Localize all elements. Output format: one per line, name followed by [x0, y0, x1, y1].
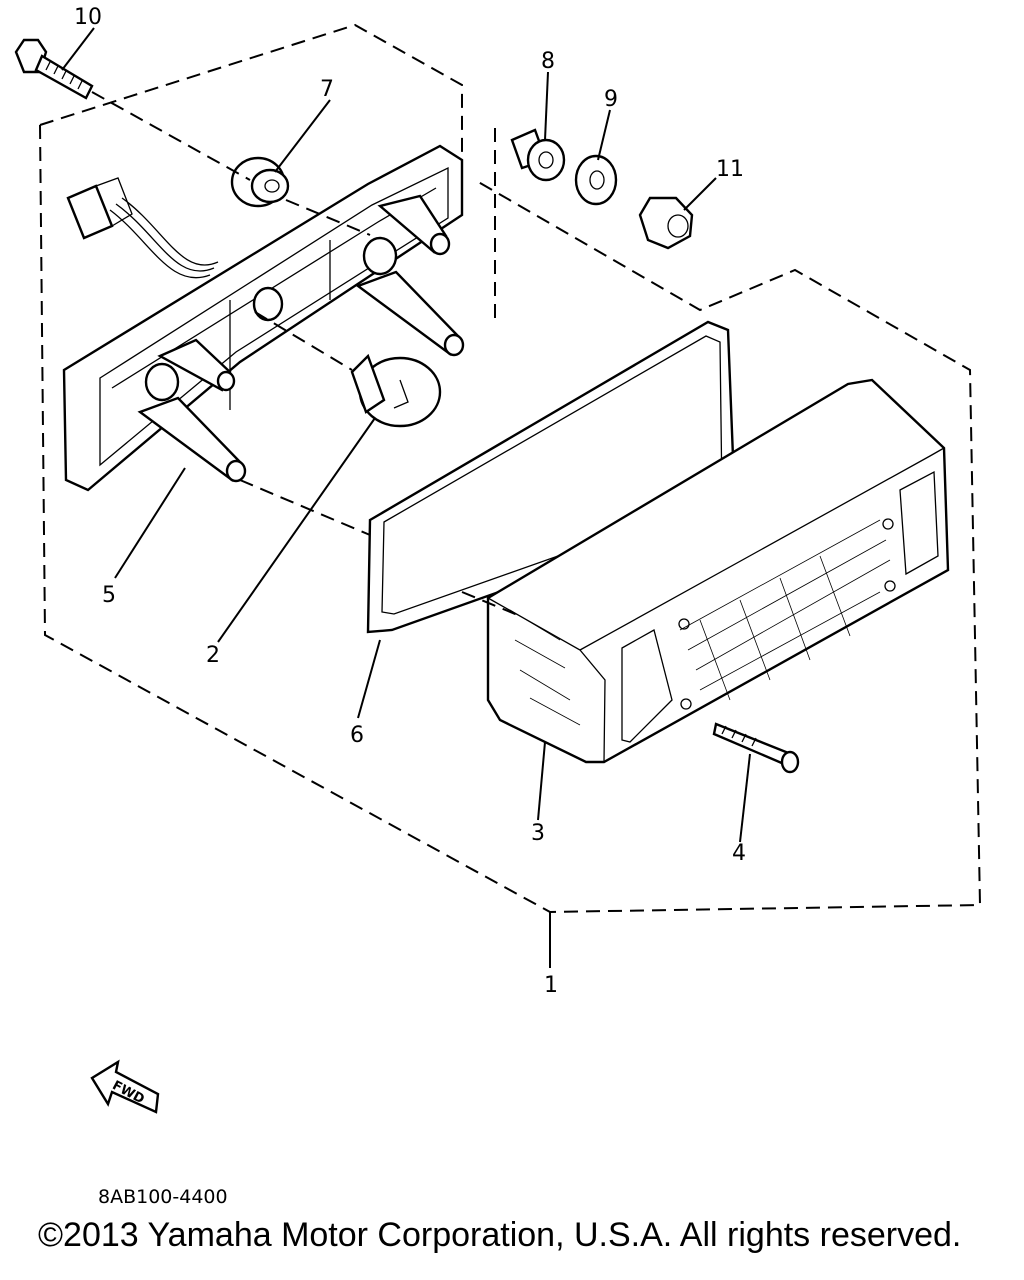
callout-3: 3 — [531, 821, 545, 846]
leader-lines — [61, 27, 751, 968]
part-9-washer — [574, 154, 618, 206]
bulb-socket — [355, 236, 465, 357]
fwd-arrow-icon: FWD — [90, 1059, 160, 1114]
callout-8: 8 — [541, 49, 555, 74]
socket-hole — [252, 286, 284, 322]
assembly-boundary — [39, 23, 982, 914]
callout-5: 5 — [102, 583, 116, 608]
callout-6: 6 — [350, 723, 364, 748]
callout-1: 1 — [544, 973, 558, 998]
callout-9: 9 — [604, 87, 618, 112]
part-5-lamp-base — [62, 144, 465, 492]
part-4-screw — [712, 722, 800, 774]
diagram-code: 8AB100-4400 — [98, 1186, 228, 1208]
wire-harness — [66, 177, 219, 279]
part-10-flange-bolt — [14, 38, 94, 100]
part-3-lens — [486, 378, 950, 764]
connector-icon — [66, 184, 114, 240]
bulb-socket — [377, 194, 451, 256]
part-2-bulb — [350, 353, 442, 428]
bulb-socket — [137, 362, 247, 483]
callout-10: 10 — [74, 5, 102, 30]
callout-4: 4 — [732, 841, 746, 866]
part-8-collar — [510, 128, 566, 182]
part-7-grommet — [230, 156, 290, 208]
bulb-socket — [157, 338, 236, 392]
callout-11: 11 — [716, 157, 744, 182]
copyright-notice: ©2013 Yamaha Motor Corporation, U.S.A. A… — [38, 1216, 962, 1254]
part-11-nut — [638, 196, 694, 250]
callout-2: 2 — [206, 643, 220, 668]
callout-7: 7 — [320, 77, 334, 102]
